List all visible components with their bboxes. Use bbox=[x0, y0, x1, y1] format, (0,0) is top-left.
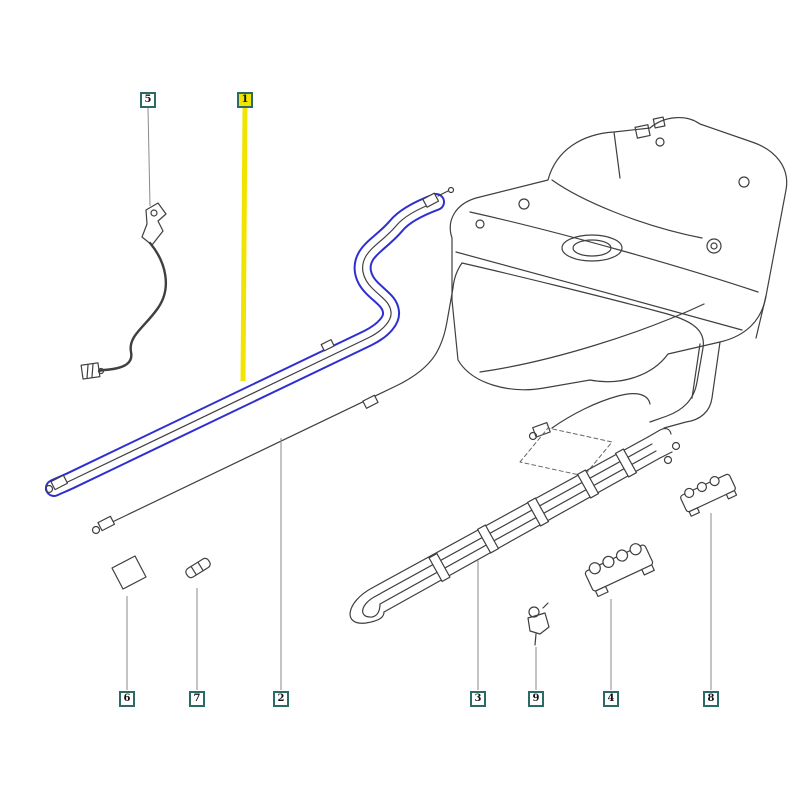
leader-1-highlighted bbox=[240, 107, 248, 382]
fuel-pipe-2 bbox=[91, 262, 704, 535]
callout-8[interactable]: 8 bbox=[703, 691, 719, 707]
bracket-4 bbox=[584, 543, 655, 598]
callout-5[interactable]: 5 bbox=[140, 92, 156, 108]
callout-8-label: 8 bbox=[707, 693, 715, 704]
callout-1-label: 1 bbox=[241, 94, 249, 105]
callout-9-label: 9 bbox=[532, 693, 540, 704]
callout-7[interactable]: 7 bbox=[189, 691, 205, 707]
callout-7-label: 7 bbox=[193, 693, 201, 704]
pad-6 bbox=[111, 555, 147, 590]
clamp-8 bbox=[680, 473, 738, 517]
callout-9[interactable]: 9 bbox=[528, 691, 544, 707]
leader-lines bbox=[126, 107, 712, 690]
callout-2-label: 2 bbox=[277, 693, 285, 704]
callout-4-label: 4 bbox=[607, 693, 615, 704]
callout-5-label: 5 bbox=[144, 94, 152, 105]
fuel-pipe-1-highlighted bbox=[44, 186, 455, 497]
pipe-bundle-3 bbox=[349, 428, 681, 624]
clip-9 bbox=[527, 602, 550, 646]
callout-2[interactable]: 2 bbox=[273, 691, 289, 707]
callout-6[interactable]: 6 bbox=[119, 691, 135, 707]
callout-4[interactable]: 4 bbox=[603, 691, 619, 707]
pin-7 bbox=[185, 557, 211, 579]
callout-1[interactable]: 1 bbox=[237, 92, 253, 108]
sensor-cable-5 bbox=[80, 202, 167, 380]
callout-6-label: 6 bbox=[123, 693, 131, 704]
callout-3[interactable]: 3 bbox=[470, 691, 486, 707]
leader-5 bbox=[147, 107, 151, 207]
fuel-tank-assembly bbox=[449, 116, 788, 429]
callout-3-label: 3 bbox=[474, 693, 482, 704]
